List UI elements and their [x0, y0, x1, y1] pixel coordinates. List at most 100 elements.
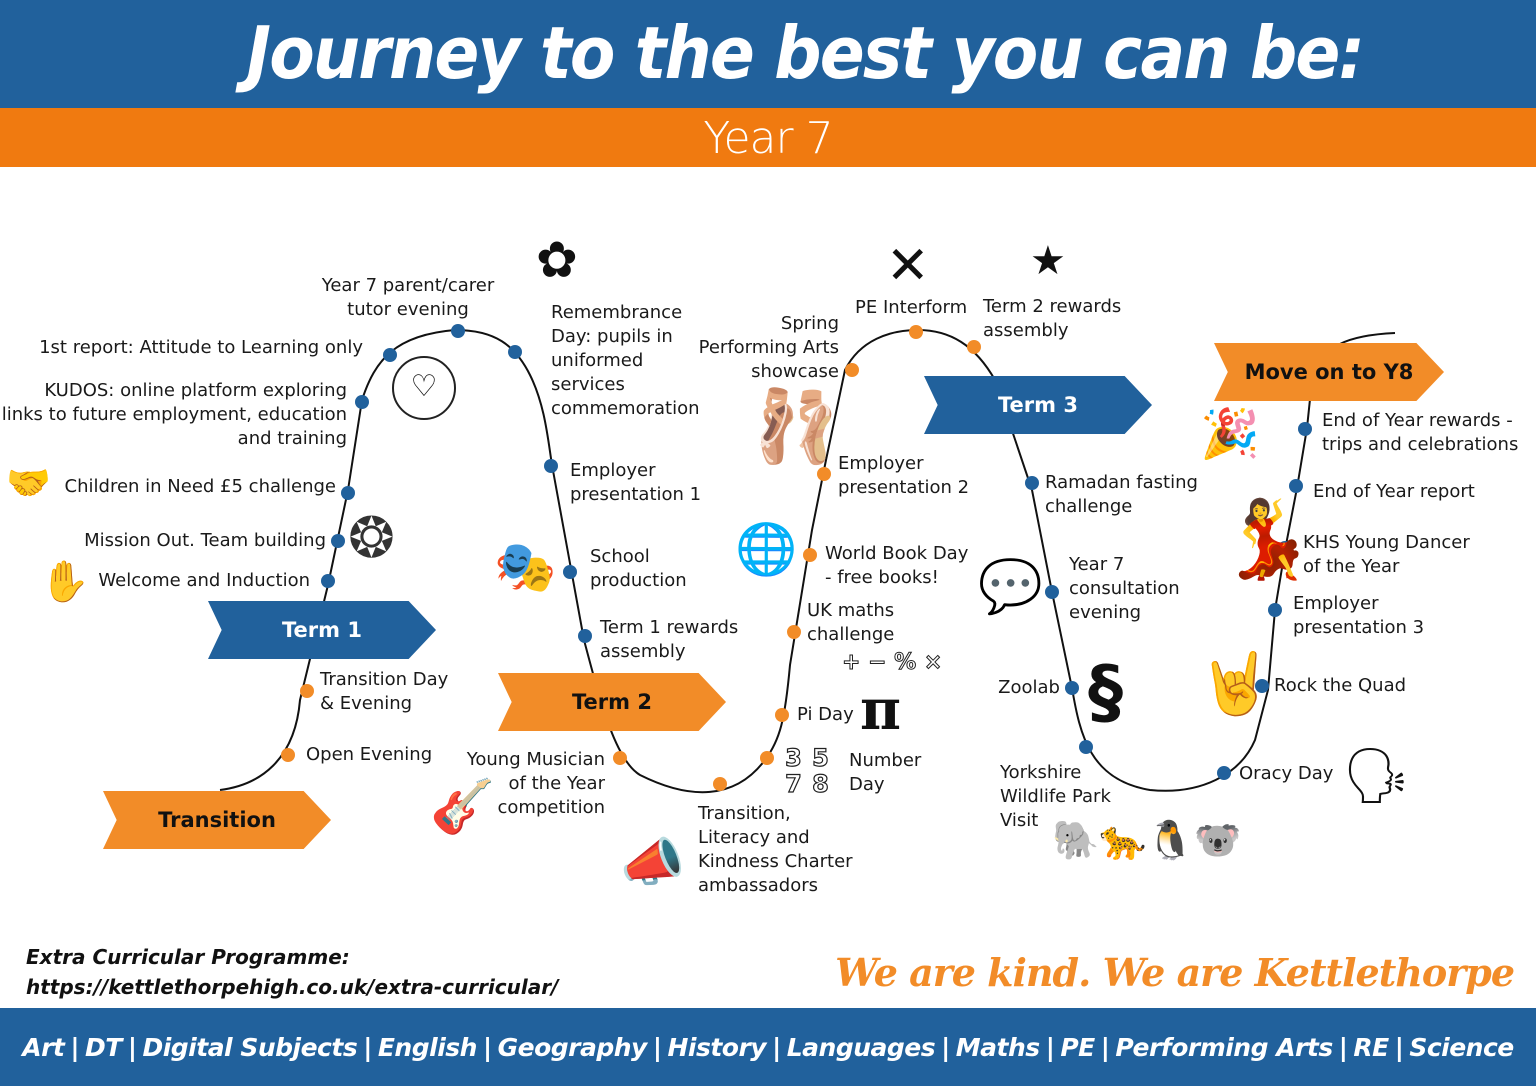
- subject-separator: |: [1100, 1032, 1110, 1062]
- subject-item: PE: [1060, 1032, 1095, 1062]
- milestone-dot: [817, 467, 831, 481]
- pi-icon: π: [860, 677, 901, 743]
- stage-label: Term 1: [282, 618, 362, 642]
- milestone-dot: [845, 363, 859, 377]
- extra-curricular-block: Extra Curricular Programme: https://kett…: [26, 942, 558, 1002]
- milestone-dot: [563, 565, 577, 579]
- subject-item: English: [377, 1032, 478, 1062]
- milestone-dot: [803, 548, 817, 562]
- megaphone-hero-icon: 📣: [620, 833, 685, 893]
- numbers-icon: 3 5 7 8: [785, 744, 830, 798]
- stage-label: Term 2: [572, 690, 652, 714]
- year-subtitle: Year 7: [703, 113, 833, 164]
- subjects-bar: Art|DT|Digital Subjects|English|Geograph…: [0, 1008, 1536, 1086]
- milestone-dot: [383, 348, 397, 362]
- subject-separator: |: [1394, 1032, 1404, 1062]
- animals-icon: 🐘🐆🐧🐨: [1052, 818, 1242, 862]
- event-oracy-day: Oracy Day: [1239, 763, 1334, 784]
- milestone-dot: [1278, 541, 1292, 555]
- subject-item: Science: [1409, 1032, 1514, 1062]
- subject-item: RE: [1353, 1032, 1389, 1062]
- milestone-dot: [775, 708, 789, 722]
- stage-banner-move-on: Move on to Y8: [1214, 343, 1444, 401]
- milestone-dot: [281, 748, 295, 762]
- globe-book-icon: 🌐: [735, 520, 798, 578]
- milestone-dot: [787, 625, 801, 639]
- subjects-list: Art|DT|Digital Subjects|English|Geograph…: [22, 1033, 1514, 1062]
- stage-label: Transition: [158, 808, 276, 832]
- party-popper-icon: 🎉: [1200, 406, 1260, 462]
- milestone-dot: [613, 751, 627, 765]
- subject-separator: |: [652, 1032, 662, 1062]
- subtitle-band: [0, 108, 1536, 167]
- milestone-dot: [1268, 603, 1282, 617]
- extra-curricular-url[interactable]: https://kettlethorpehigh.co.uk/extra-cur…: [26, 975, 559, 999]
- subject-separator: |: [70, 1032, 79, 1062]
- milestone-dot: [1255, 679, 1269, 693]
- subject-item: DT: [85, 1032, 122, 1062]
- milestone-dot: [321, 574, 335, 588]
- school-motto: We are kind. We are Kettlethorpe: [835, 950, 1515, 995]
- event-children-in-need: Children in Need £5 challenge: [64, 476, 336, 497]
- event-zoolab: Zoolab: [998, 677, 1060, 698]
- milestone-dot: [1045, 585, 1059, 599]
- musician-icon: 🎸: [430, 777, 495, 837]
- subject-item: Performing Arts: [1115, 1032, 1333, 1062]
- milestone-dot: [451, 324, 465, 338]
- event-transition-day: Transition Day& Evening: [320, 669, 449, 714]
- milestone-dot: [578, 629, 592, 643]
- milestone-dot: [544, 459, 558, 473]
- ballerina-icon: 🩰: [752, 385, 840, 467]
- speaking-head-icon: 🗣: [1342, 744, 1411, 807]
- subject-separator: |: [1045, 1032, 1055, 1062]
- header-band: [0, 0, 1536, 108]
- event-end-of-year-rewards: End of Year rewards -trips and celebrati…: [1322, 410, 1519, 455]
- subject-separator: |: [482, 1032, 492, 1062]
- milestone-dot: [713, 777, 727, 791]
- poppy-icon: ✿: [536, 231, 578, 289]
- milestone-dot: [1289, 479, 1303, 493]
- math-symbols-icon: + − % ×: [841, 650, 943, 676]
- milestone-dot: [341, 486, 355, 500]
- milestone-dot: [1298, 422, 1312, 436]
- milestone-dot: [1025, 476, 1039, 490]
- subject-separator: |: [941, 1032, 950, 1062]
- subject-separator: |: [1338, 1032, 1348, 1062]
- milestone-dot: [300, 684, 314, 698]
- milestone-dot: [1065, 681, 1079, 695]
- subject-item: Languages: [786, 1032, 936, 1062]
- stage-banner-term3: Term 3: [924, 376, 1152, 434]
- event-end-of-year-report: End of Year report: [1313, 481, 1475, 502]
- milestone-dot: [508, 345, 522, 359]
- subject-separator: |: [363, 1032, 372, 1062]
- milestone-dot: [355, 395, 369, 409]
- waving-hand-icon: ✋: [40, 559, 90, 605]
- stage-label: Move on to Y8: [1244, 360, 1414, 384]
- snake-icon: §: [1088, 651, 1123, 733]
- subject-item: Geography: [497, 1032, 648, 1062]
- event-world-book-day: World Book Day- free books!: [825, 543, 969, 588]
- milestone-dot: [1079, 740, 1093, 754]
- charity-hands-icon: 🤝: [6, 463, 51, 504]
- stage-banner-transition: Transition: [103, 791, 331, 849]
- milestone-dot: [1217, 766, 1231, 780]
- award-star-icon: ★: [1030, 238, 1066, 284]
- event-mission-out: Mission Out. Team building: [84, 530, 326, 551]
- stage-banner-term1: Term 1: [208, 601, 436, 659]
- consultation-icon: 💬: [978, 557, 1043, 617]
- milestone-dot: [967, 340, 981, 354]
